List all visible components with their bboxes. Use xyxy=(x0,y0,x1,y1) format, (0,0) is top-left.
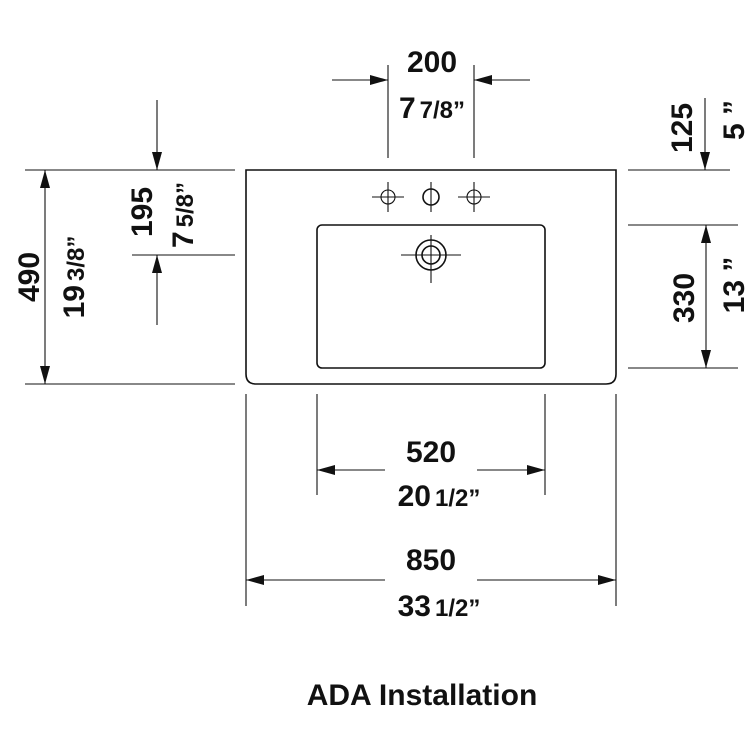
tap-hole-left xyxy=(372,182,404,212)
bowl-width-mm: 520 xyxy=(406,436,456,469)
bowl-depth-mm: 330 xyxy=(668,273,701,323)
bowl-depth-inch: 13 ” xyxy=(718,257,751,314)
basin-outline xyxy=(245,169,617,385)
tap-hole-center xyxy=(422,182,440,212)
tap-offset-mm: 195 xyxy=(126,187,159,237)
tap-hole-right xyxy=(458,182,490,212)
caption: ADA Installation xyxy=(307,679,538,712)
overall-width-mm: 850 xyxy=(406,544,456,577)
faucet-spacing-mm: 200 xyxy=(407,46,457,79)
drain xyxy=(401,235,461,283)
depth-mm: 490 xyxy=(13,252,46,302)
bowl-outline xyxy=(316,224,546,369)
top-offset-inch: 5 ” xyxy=(718,100,751,140)
dimension-tap-offset: 195 75/8” xyxy=(126,100,235,325)
top-offset-mm: 125 xyxy=(666,103,699,153)
dimension-depth: 490 193/8” xyxy=(13,169,235,385)
dimension-bowl-depth: 330 13 ” xyxy=(628,224,751,369)
tap-offset-inch: 75/8” xyxy=(167,182,200,248)
dimension-top-offset: 125 5 ” xyxy=(628,98,751,171)
depth-inch: 193/8” xyxy=(58,236,91,319)
